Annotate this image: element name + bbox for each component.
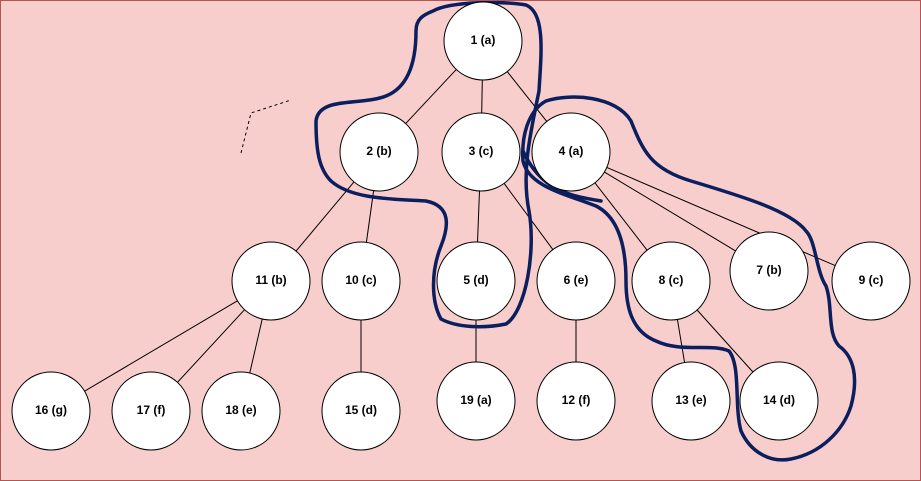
node-6: 6 (e) <box>536 241 616 321</box>
edge-2-10 <box>365 190 375 243</box>
node-label: 2 (b) <box>366 144 391 158</box>
edge-1-4 <box>506 71 548 122</box>
node-label: 16 (g) <box>35 403 67 417</box>
node-label: 7 (b) <box>756 263 781 277</box>
node-circle <box>729 231 809 311</box>
node-circle <box>201 371 281 451</box>
node-label: 6 (e) <box>564 273 589 287</box>
node-2: 2 (b) <box>339 112 419 192</box>
node-label: 15 (d) <box>345 403 377 417</box>
node-circle <box>531 112 611 192</box>
node-label: 17 (f) <box>137 403 166 417</box>
node-circle <box>739 361 819 441</box>
node-label: 14 (d) <box>763 393 795 407</box>
edge-3-5 <box>477 190 480 243</box>
edge-1-3 <box>481 79 483 114</box>
highlight-outline-right <box>521 95 857 462</box>
node-circle <box>339 112 419 192</box>
node-label: 19 (a) <box>460 393 491 407</box>
node-label: 4 (a) <box>559 144 584 158</box>
node-5: 5 (d) <box>436 241 516 321</box>
node-7: 7 (b) <box>729 231 809 311</box>
node-label: 5 (d) <box>463 273 488 287</box>
node-circle <box>631 241 711 321</box>
node-circle <box>441 112 521 192</box>
node-11: 11 (b) <box>231 241 311 321</box>
node-10: 10 (c) <box>321 241 401 321</box>
node-15: 15 (d) <box>321 371 401 451</box>
nodes-layer: 1 (a) 2 (b) 3 (c) 4 (a) 11 (b) 10 (c) 5 (d) 6 (… <box>11 1 911 451</box>
node-12: 12 (f) <box>536 361 616 441</box>
node-16: 16 (g) <box>11 371 91 451</box>
node-circle <box>11 371 91 451</box>
node-circle <box>231 241 311 321</box>
highlight-outline-left <box>314 1 543 329</box>
node-label: 11 (b) <box>255 273 286 287</box>
node-circle <box>321 371 401 451</box>
node-14: 14 (d) <box>739 361 819 441</box>
node-18: 18 (e) <box>201 371 281 451</box>
node-circle <box>831 241 911 321</box>
node-circle <box>436 361 516 441</box>
node-9: 9 (c) <box>831 241 911 321</box>
edge-8-14 <box>696 309 754 373</box>
node-3: 3 (c) <box>441 112 521 192</box>
node-label: 9 (c) <box>859 273 884 287</box>
node-circle <box>536 241 616 321</box>
edge-2-11 <box>295 181 355 252</box>
node-19: 19 (a) <box>436 361 516 441</box>
node-label: 13 (e) <box>675 393 706 407</box>
edge-11-17 <box>177 309 245 383</box>
node-17: 17 (f) <box>111 371 191 451</box>
edge-8-13 <box>676 319 686 363</box>
node-label: 1 (a) <box>471 33 496 47</box>
node-label: 8 (c) <box>659 273 684 287</box>
edge-1-2 <box>405 69 457 124</box>
node-label: 18 (e) <box>225 403 256 417</box>
node-circle <box>321 241 401 321</box>
dashed-connector <box>240 99 292 154</box>
node-label: 12 (f) <box>562 393 591 407</box>
edge-4-7 <box>604 171 736 252</box>
node-circle <box>443 1 523 81</box>
edge-11-18 <box>249 318 263 374</box>
node-circle <box>536 361 616 441</box>
node-1: 1 (a) <box>443 1 523 81</box>
node-circle <box>111 371 191 451</box>
node-circle <box>436 241 516 321</box>
node-13: 13 (e) <box>651 361 731 441</box>
edges-layer <box>84 69 836 392</box>
node-4: 4 (a) <box>531 112 611 192</box>
node-label: 3 (c) <box>469 144 494 158</box>
node-label: 10 (c) <box>345 273 376 287</box>
node-circle <box>651 361 731 441</box>
node-8: 8 (c) <box>631 241 711 321</box>
edge-11-16 <box>84 300 238 392</box>
edge-4-8 <box>594 182 648 251</box>
